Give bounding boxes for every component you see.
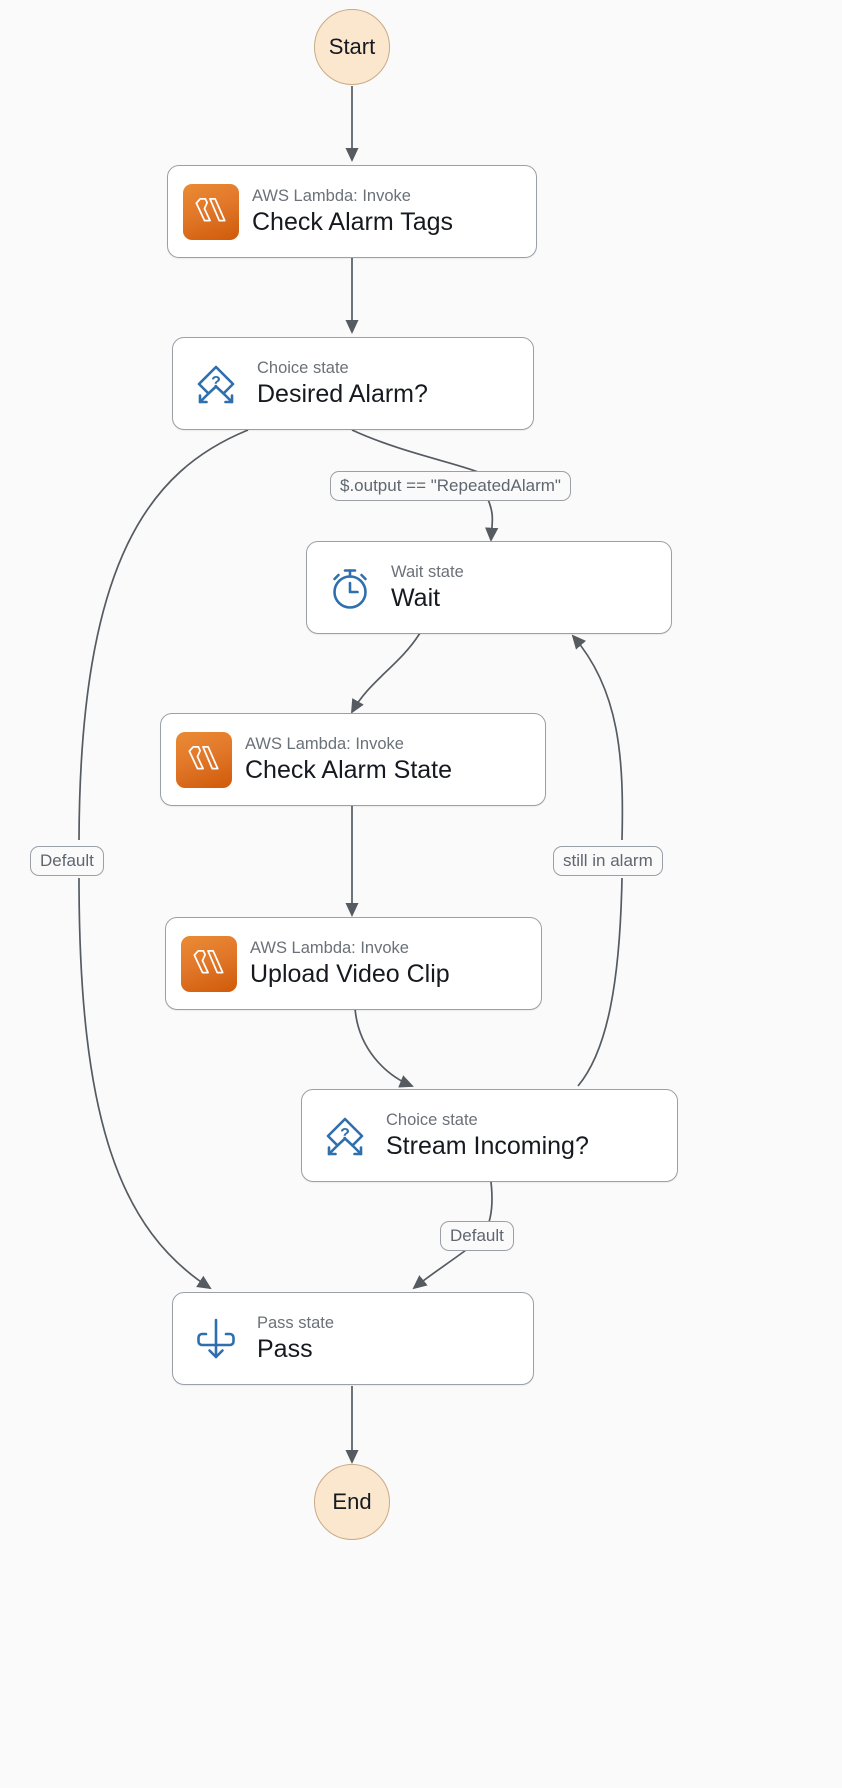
state-node-text: Choice state Stream Incoming? bbox=[386, 1110, 589, 1161]
state-type-label: Choice state bbox=[386, 1110, 478, 1129]
aws-lambda-icon bbox=[175, 731, 233, 789]
edge-wait-to-check-alarm-state bbox=[350, 632, 421, 714]
state-node-desired-alarm[interactable]: ? Choice state Desired Alarm? bbox=[172, 337, 534, 430]
state-node-text: AWS Lambda: Invoke Check Alarm Tags bbox=[252, 186, 453, 237]
state-node-text: AWS Lambda: Invoke Check Alarm State bbox=[245, 734, 452, 785]
state-node-text: Choice state Desired Alarm? bbox=[257, 358, 428, 409]
state-type-label: Wait state bbox=[391, 562, 464, 581]
edge-label-default-choice2: Default bbox=[440, 1221, 514, 1252]
end-label: End bbox=[332, 1489, 372, 1514]
start-terminal[interactable]: Start bbox=[314, 9, 390, 85]
state-title: Desired Alarm? bbox=[257, 379, 428, 408]
state-type-label: AWS Lambda: Invoke bbox=[252, 186, 411, 205]
state-title: Check Alarm State bbox=[245, 755, 453, 784]
state-node-text: Wait state Wait bbox=[391, 562, 464, 613]
aws-lambda-icon bbox=[180, 935, 238, 993]
edge-label-repeated-to-wait bbox=[485, 496, 499, 543]
edge-upload-video-clip-to-stream-incoming bbox=[354, 1007, 414, 1088]
aws-lambda-icon bbox=[182, 183, 240, 241]
edge-label-repeated-alarm: $.output == "RepeatedAlarm" bbox=[330, 471, 571, 502]
state-type-label: Pass state bbox=[257, 1313, 335, 1332]
state-title: Pass bbox=[257, 1334, 313, 1363]
state-type-label: AWS Lambda: Invoke bbox=[250, 938, 409, 957]
state-title: Wait bbox=[391, 583, 441, 612]
end-terminal[interactable]: End bbox=[314, 1464, 390, 1540]
state-title: Stream Incoming? bbox=[386, 1131, 589, 1160]
state-title: Check Alarm Tags bbox=[252, 207, 454, 236]
edge-label-still-in-alarm-to-wait bbox=[571, 634, 624, 841]
wait-state-icon bbox=[321, 559, 379, 617]
edge-stream-incoming-to-label-default2 bbox=[488, 1181, 493, 1223]
state-node-stream-incoming[interactable]: ? Choice state Stream Incoming? bbox=[301, 1089, 678, 1182]
state-node-pass[interactable]: Pass state Pass bbox=[172, 1292, 534, 1385]
state-node-text: Pass state Pass bbox=[257, 1313, 334, 1364]
state-node-wait[interactable]: Wait state Wait bbox=[306, 541, 672, 634]
pass-state-icon bbox=[187, 1310, 245, 1368]
choice-state-icon: ? bbox=[316, 1107, 374, 1165]
edge-label-default-left: Default bbox=[30, 846, 104, 877]
state-node-check-alarm-state[interactable]: AWS Lambda: Invoke Check Alarm State bbox=[160, 713, 546, 806]
state-title: Upload Video Clip bbox=[250, 959, 450, 988]
choice-state-icon: ? bbox=[187, 355, 245, 413]
edge-stream-incoming-to-label-still-in-alarm bbox=[577, 877, 623, 1087]
svg-text:?: ? bbox=[211, 374, 221, 391]
state-type-label: Choice state bbox=[257, 358, 349, 377]
state-type-label: AWS Lambda: Invoke bbox=[245, 734, 404, 753]
state-node-upload-video-clip[interactable]: AWS Lambda: Invoke Upload Video Clip bbox=[165, 917, 542, 1010]
start-label: Start bbox=[328, 34, 376, 59]
edge-label-still-in-alarm: still in alarm bbox=[553, 846, 663, 877]
state-node-check-alarm-tags[interactable]: AWS Lambda: Invoke Check Alarm Tags bbox=[167, 165, 537, 258]
state-node-text: AWS Lambda: Invoke Upload Video Clip bbox=[250, 938, 450, 989]
edge-label-default2-to-pass bbox=[412, 1249, 467, 1290]
svg-text:?: ? bbox=[340, 1126, 350, 1143]
edge-desired-alarm-to-label-repeated bbox=[351, 429, 479, 473]
